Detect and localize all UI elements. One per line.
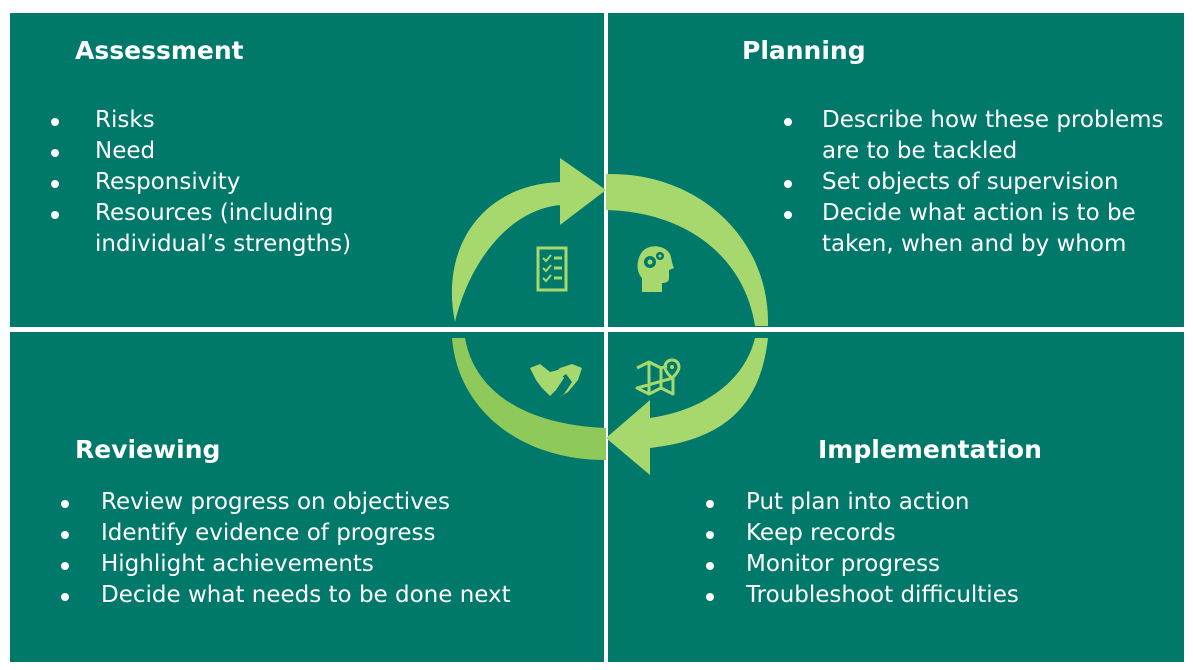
assessment-title: Assessment xyxy=(75,36,244,65)
list-item: Highlight achievements xyxy=(55,549,595,580)
map-pin-icon xyxy=(635,358,681,396)
implementation-list: Put plan into action Keep records Monito… xyxy=(700,487,1160,611)
handshake-icon xyxy=(530,364,582,398)
list-item: Describe how these problems are to be ta… xyxy=(778,105,1188,167)
assessment-list: Risks Need Responsivity Resources (inclu… xyxy=(45,105,425,260)
list-item: Decide what needs to be done next xyxy=(55,580,595,611)
list-item: Troubleshoot difficulties xyxy=(700,580,1160,611)
list-item: Set objects of supervision xyxy=(778,167,1188,198)
list-item: Need xyxy=(45,136,425,167)
list-item: Risks xyxy=(45,105,425,136)
planning-title: Planning xyxy=(742,36,866,65)
list-item: Review progress on objectives xyxy=(55,487,595,518)
reviewing-title: Reviewing xyxy=(75,435,221,464)
list-item: Put plan into action xyxy=(700,487,1160,518)
list-item: Keep records xyxy=(700,518,1160,549)
list-item: Identify evidence of progress xyxy=(55,518,595,549)
list-item: Decide what action is to be taken, when … xyxy=(778,198,1188,260)
list-item: Resources (including individual’s streng… xyxy=(45,198,425,260)
planning-list: Describe how these problems are to be ta… xyxy=(778,105,1188,260)
head-gears-icon xyxy=(637,246,674,292)
reviewing-list: Review progress on objectives Identify e… xyxy=(55,487,595,611)
implementation-title: Implementation xyxy=(818,435,1042,464)
list-item: Monitor progress xyxy=(700,549,1160,580)
checklist-icon xyxy=(536,246,568,292)
list-item: Responsivity xyxy=(45,167,425,198)
